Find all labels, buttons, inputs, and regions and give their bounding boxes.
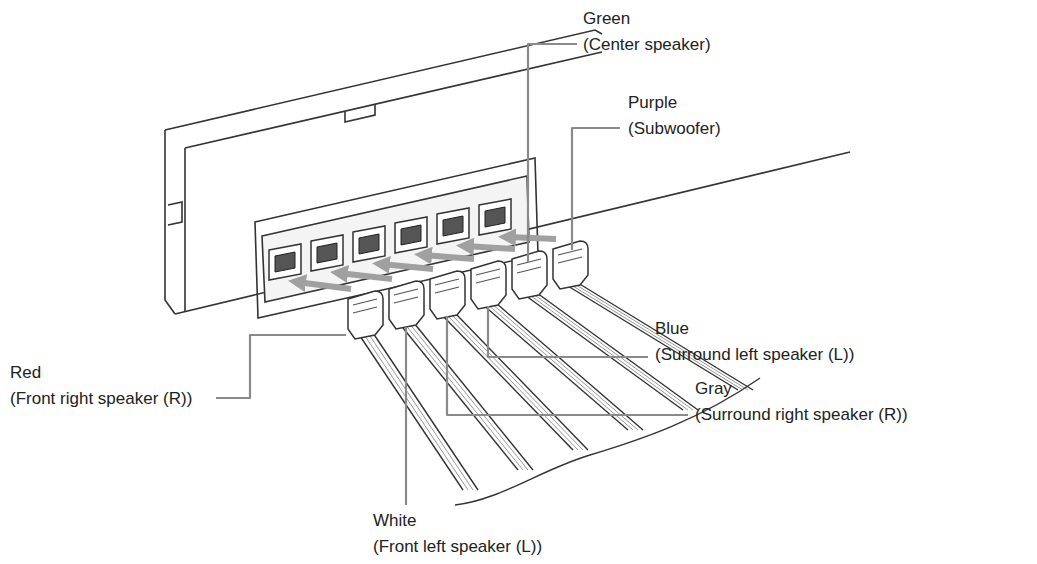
jack-socket bbox=[317, 243, 337, 263]
speaker-name: (Center speaker) bbox=[583, 34, 711, 56]
cable-color: Red bbox=[10, 362, 41, 384]
speaker-cable bbox=[358, 333, 478, 490]
insert-arrow bbox=[297, 282, 351, 289]
insert-arrow bbox=[381, 264, 433, 269]
plug-latch bbox=[558, 249, 582, 263]
speaker-cable bbox=[440, 313, 588, 450]
speaker-jack bbox=[479, 199, 511, 235]
leader-line bbox=[216, 335, 346, 398]
cable-color: Blue bbox=[655, 318, 689, 340]
chassis-face-edge bbox=[184, 148, 186, 312]
speaker-jack bbox=[311, 235, 343, 271]
plug-latch bbox=[394, 289, 418, 303]
plug-body bbox=[389, 281, 424, 329]
speaker-jack bbox=[353, 226, 385, 262]
chassis-front-edge bbox=[185, 52, 602, 148]
speaker-name: (Surround right speaker (R)) bbox=[695, 404, 908, 426]
plug-body bbox=[348, 291, 383, 339]
cable-strand bbox=[573, 283, 748, 390]
plug-body bbox=[471, 261, 506, 309]
cable-color: White bbox=[373, 510, 416, 532]
insert-arrow bbox=[507, 237, 556, 239]
cable-strand bbox=[481, 303, 628, 430]
speaker-name: (Front right speaker (R)) bbox=[10, 388, 192, 410]
plug-latch bbox=[353, 299, 377, 313]
jack-socket bbox=[359, 234, 379, 254]
cable-strand bbox=[440, 313, 573, 450]
cable-color: Green bbox=[583, 8, 630, 30]
cable-strand bbox=[368, 333, 473, 490]
cable-strand bbox=[414, 323, 533, 470]
jack-socket bbox=[275, 252, 295, 272]
panel-frame bbox=[255, 158, 538, 318]
insert-arrow bbox=[465, 246, 515, 249]
jack-housing bbox=[395, 217, 427, 253]
speaker-cable bbox=[563, 283, 753, 390]
plug-latch bbox=[476, 269, 500, 283]
cable-strand bbox=[578, 283, 753, 390]
chassis-tab bbox=[345, 105, 375, 122]
device-chassis bbox=[165, 30, 850, 318]
cable-strand bbox=[496, 303, 643, 430]
cable-strand bbox=[491, 303, 638, 430]
leader-line bbox=[572, 128, 620, 250]
jack-housing bbox=[353, 226, 385, 262]
jack-housing bbox=[479, 199, 511, 235]
speaker-jack bbox=[395, 217, 427, 253]
cable-strand bbox=[404, 323, 523, 470]
speaker-jack bbox=[269, 244, 301, 280]
cable-strand bbox=[363, 333, 468, 490]
plug-body bbox=[430, 271, 465, 319]
speaker-name: (Front left speaker (L)) bbox=[373, 536, 542, 558]
cable-strand bbox=[568, 283, 743, 390]
cable-strand bbox=[445, 313, 578, 450]
plug-latch bbox=[435, 279, 459, 293]
speaker-plug bbox=[512, 251, 547, 299]
cable-strand bbox=[563, 283, 738, 390]
jack-socket bbox=[443, 216, 463, 236]
leader-line bbox=[528, 44, 577, 262]
cable-color: Gray bbox=[695, 378, 732, 400]
insert-arrow bbox=[339, 273, 392, 279]
leader-line bbox=[488, 306, 648, 357]
insert-arrow bbox=[423, 255, 474, 259]
chassis-bottom-edge bbox=[175, 152, 850, 314]
cable-strand bbox=[399, 323, 518, 470]
speaker-plug bbox=[389, 281, 424, 329]
jack-socket bbox=[485, 207, 505, 227]
cable-cut-edge bbox=[455, 378, 760, 505]
cable-strand bbox=[486, 303, 633, 430]
speaker-cable bbox=[399, 323, 533, 470]
leader-line bbox=[447, 316, 688, 415]
cable-color: Purple bbox=[628, 92, 677, 114]
speaker-plug bbox=[348, 291, 383, 339]
plug-body bbox=[512, 251, 547, 299]
speaker-plug bbox=[430, 271, 465, 319]
chassis-notch bbox=[168, 202, 182, 225]
speaker-name: (Surround left speaker (L)) bbox=[655, 344, 854, 366]
leader-line bbox=[405, 327, 407, 505]
speaker-jack bbox=[437, 208, 469, 244]
plug-body bbox=[553, 241, 588, 289]
chassis-left-edge bbox=[165, 130, 175, 314]
jack-housing bbox=[437, 208, 469, 244]
jack-housing bbox=[269, 244, 301, 280]
jack-housing bbox=[311, 235, 343, 271]
jack-socket bbox=[401, 225, 421, 245]
speaker-plug bbox=[471, 261, 506, 309]
speaker-plug bbox=[553, 241, 588, 289]
cable-strand bbox=[409, 323, 528, 470]
speaker-name: (Subwoofer) bbox=[628, 118, 721, 140]
